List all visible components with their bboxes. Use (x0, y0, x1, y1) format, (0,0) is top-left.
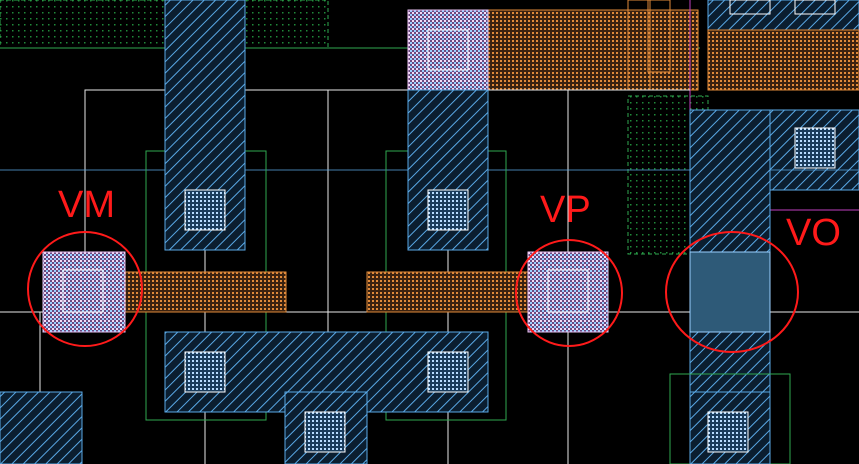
vo-highlight-circle (665, 231, 799, 353)
top-contact (407, 9, 489, 91)
vm-label: VM (58, 184, 115, 226)
diffusion-region-top (0, 0, 329, 49)
vo-output-column (669, 109, 791, 464)
vp-contact[interactable] (527, 251, 609, 333)
vm-highlight-circle (27, 231, 143, 347)
poly-gate-left (123, 271, 287, 313)
poly-gate-right (366, 271, 530, 313)
metal1-bottom-bar (164, 331, 489, 464)
vp-label: VP (540, 189, 591, 231)
metal1-block-top-right (707, 0, 859, 91)
vo-label: VO (786, 212, 841, 254)
vm-contact[interactable] (42, 251, 126, 333)
vp-highlight-circle (515, 239, 623, 347)
metal1-bottom-left (0, 391, 83, 464)
transistor-left (145, 0, 267, 421)
